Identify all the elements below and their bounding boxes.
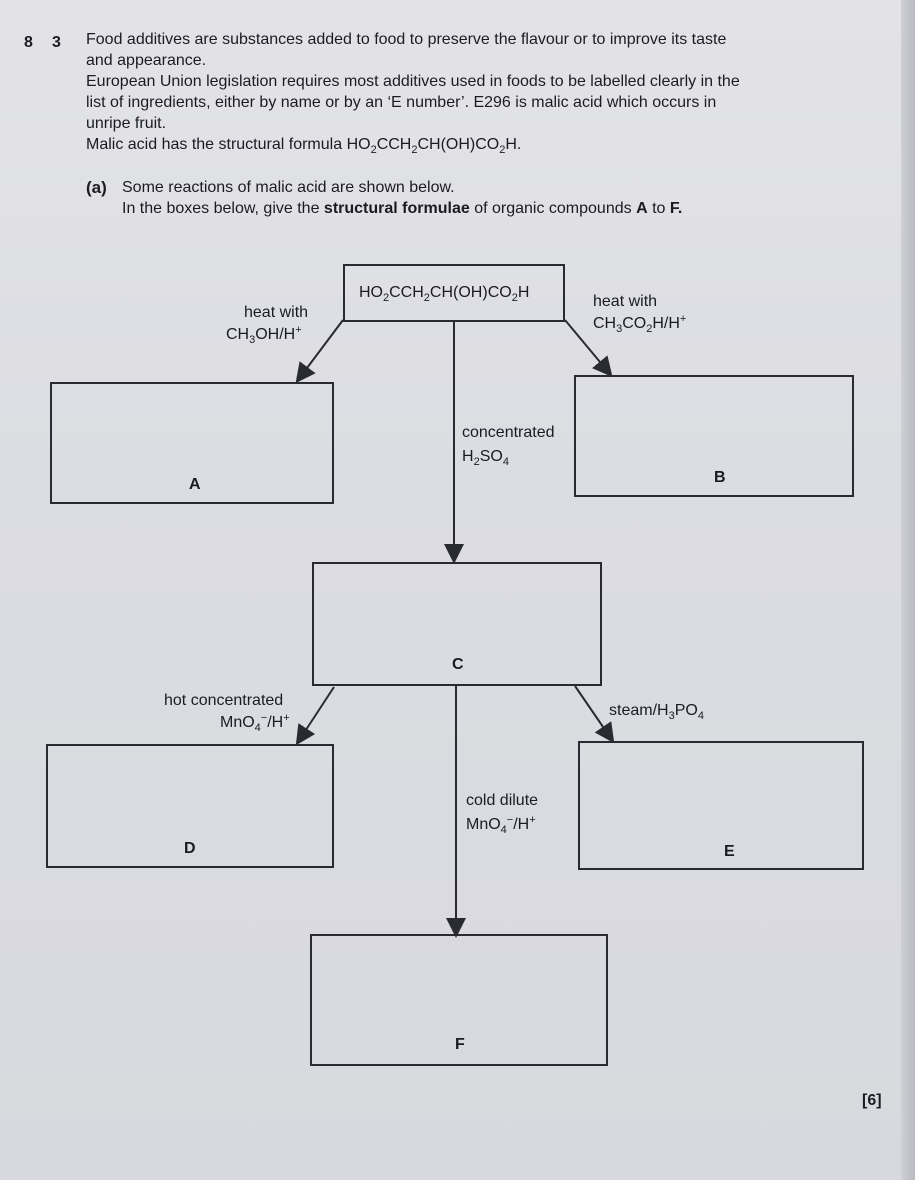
reagent-B-formula: CH3CO2H/H+	[593, 313, 687, 335]
answer-box-B[interactable]: B	[574, 375, 854, 497]
reagent-A: heat with	[244, 304, 309, 321]
reagent-C: concentrated	[462, 424, 555, 441]
reagent-F: cold dilute	[466, 792, 539, 809]
reagent-D: hot concentrated	[164, 692, 284, 709]
intro-line-2: and appearance.	[86, 52, 207, 69]
part-label: (a)	[86, 178, 107, 197]
intro-line-5: unripe fruit.	[86, 115, 167, 132]
question-number: 8	[24, 34, 33, 51]
malic-acid-formula-line: Malic acid has the structural formula HO…	[86, 135, 522, 156]
malic-acid-formula: HO2CCH2CH(OH)CO2H.	[346, 136, 522, 156]
marks-label: [6]	[862, 1092, 882, 1109]
sub-question-number: 3	[52, 34, 61, 51]
reagent-B: heat with	[593, 293, 658, 310]
box-label-B: B	[714, 469, 726, 486]
answer-box-E[interactable]: E	[578, 741, 864, 870]
malic-acid-box-formula: HO2CCH2CH(OH)CO2H	[359, 284, 530, 304]
reagent-E: steam/H3PO4	[609, 702, 704, 722]
intro-line-1: Food additives are substances added to f…	[86, 31, 727, 48]
box-label-C: C	[452, 656, 464, 673]
part-a-line-1: Some reactions of malic acid are shown b…	[122, 179, 455, 196]
box-label-D: D	[184, 840, 196, 857]
malic-acid-box: HO2CCH2CH(OH)CO2H	[343, 264, 565, 322]
answer-box-D[interactable]: D	[46, 744, 334, 868]
box-label-F: F	[455, 1036, 465, 1053]
intro-line-4: list of ingredients, either by name or b…	[86, 94, 717, 111]
answer-box-F[interactable]: F	[310, 934, 608, 1066]
answer-box-A[interactable]: A	[50, 382, 334, 504]
intro-line-3: European Union legislation requires most…	[86, 73, 740, 90]
box-label-E: E	[724, 843, 735, 860]
page-edge	[901, 0, 915, 1180]
answer-box-C[interactable]: C	[312, 562, 602, 686]
box-label-A: A	[189, 476, 201, 493]
formula-prefix: Malic acid has the structural formula	[86, 136, 343, 153]
reagent-D-formula: MnO4−/H+	[220, 712, 290, 734]
part-a-line-2: In the boxes below, give the structural …	[122, 200, 683, 217]
reagent-A-formula: CH3OH/H+	[226, 324, 302, 346]
reagent-F-formula: MnO4−/H+	[466, 814, 536, 836]
reagent-C-formula: H2SO4	[462, 448, 509, 468]
